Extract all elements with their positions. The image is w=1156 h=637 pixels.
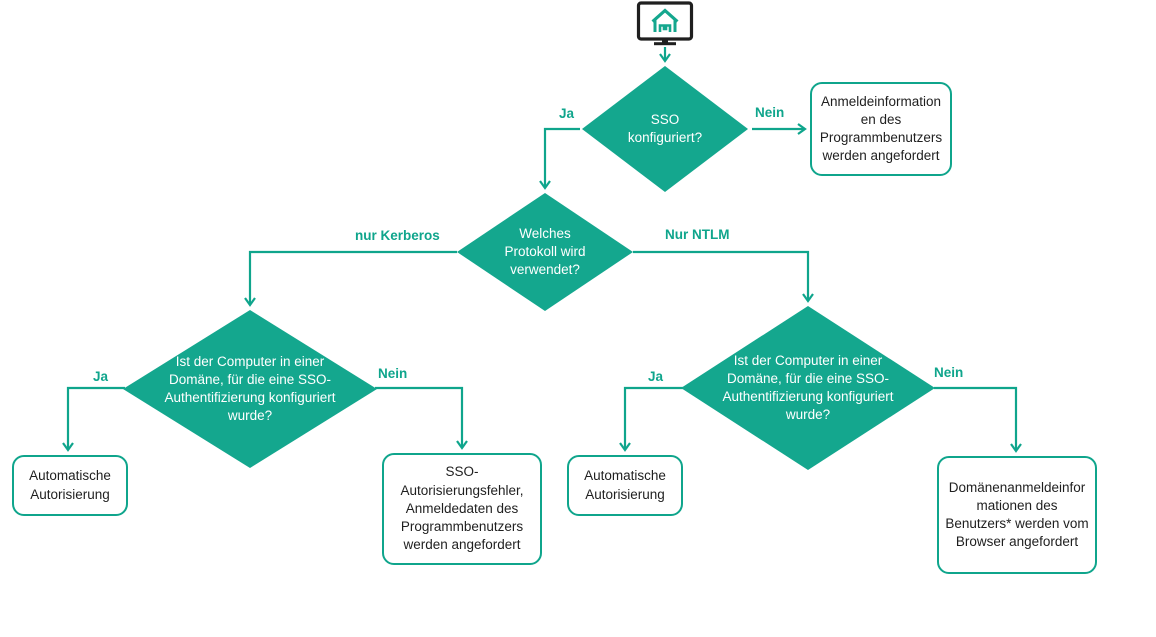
edge-label-sso-no: Nein — [755, 105, 785, 120]
edge-ntlm — [633, 250, 814, 303]
box-sso-error: SSO-Autorisierungsfehler, Anmeldedaten d… — [382, 453, 542, 565]
box-label: SSO-Autorisierungsfehler, Anmeldedaten d… — [400, 464, 524, 553]
edge-kerberos — [244, 250, 457, 307]
edge-label-right-no: Nein — [934, 365, 964, 380]
box-label: Anmeldeinformationen des Programmbenutze… — [819, 93, 943, 164]
decision-label: Welches Protokoll wird verwendet? — [504, 226, 586, 277]
start-node — [632, 1, 698, 52]
box-creds-requested: Anmeldeinformationen des Programmbenutze… — [810, 82, 952, 176]
edge-sso-yes — [539, 127, 580, 190]
decision-label: Ist der Computer in einer Domäne, für di… — [722, 353, 894, 422]
edge-right-no — [934, 386, 1022, 453]
edge-label-kerberos: nur Kerberos — [355, 228, 440, 243]
decision-label: Ist der Computer in einer Domäne, für di… — [164, 354, 336, 423]
edge-left-yes — [62, 386, 125, 452]
edge-label-left-yes: Ja — [93, 369, 109, 384]
box-label: Automatische Autorisierung — [584, 468, 666, 502]
edge-left-no — [375, 386, 468, 450]
monitor-home-icon — [636, 1, 694, 46]
edge-label-right-yes: Ja — [648, 369, 664, 384]
box-label: Automatische Autorisierung — [29, 468, 111, 502]
box-label: Domänenanmeldeinformationen des Benutzer… — [945, 479, 1089, 550]
box-auto-auth-right: Automatische Autorisierung — [567, 455, 683, 516]
box-domain-creds-browser: Domänenanmeldeinformationen des Benutzer… — [937, 456, 1097, 574]
box-auto-auth-left: Automatische Autorisierung — [12, 455, 128, 516]
edge-label-sso-yes: Ja — [559, 106, 575, 121]
edge-label-ntlm: Nur NTLM — [665, 227, 730, 242]
edge-label-left-no: Nein — [378, 366, 408, 381]
edge-right-yes — [619, 386, 683, 452]
decision-label: SSO konfiguriert? — [627, 112, 703, 145]
